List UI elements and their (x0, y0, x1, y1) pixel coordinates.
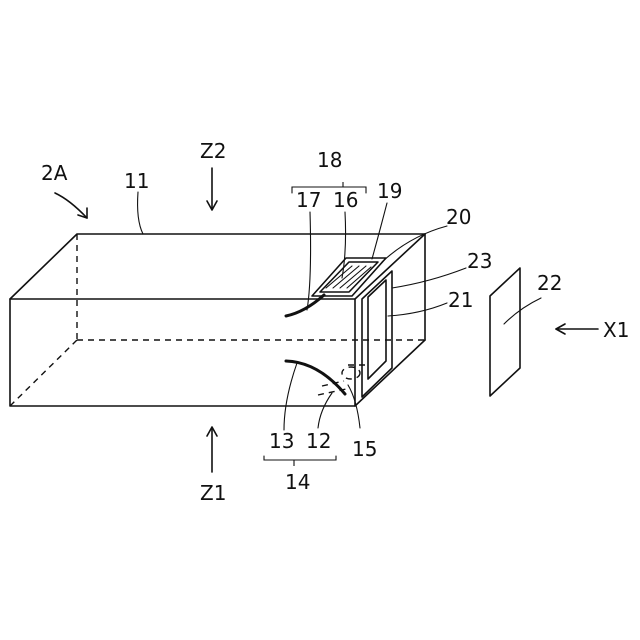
leader-23 (392, 268, 466, 288)
window-frame-inner (368, 280, 386, 379)
window-frame-outer (362, 271, 392, 397)
leader-12 (318, 393, 332, 428)
box-front-face (10, 299, 355, 406)
brace-14 (264, 456, 336, 466)
label-2A: 2A (41, 161, 68, 185)
label-14: 14 (285, 470, 310, 494)
label-21: 21 (448, 288, 473, 312)
label-X1: X1 (603, 318, 629, 342)
leader-13 (284, 363, 297, 430)
panel-22 (490, 268, 520, 396)
label-Z1: Z1 (200, 481, 226, 505)
label-19: 19 (377, 179, 402, 203)
arrow-x1-icon (556, 324, 598, 334)
leader-11 (138, 192, 143, 234)
label-13: 13 (269, 429, 294, 453)
label-17: 17 (296, 188, 321, 212)
leader-19 (372, 203, 387, 259)
arrow-2a-icon (55, 193, 87, 218)
label-18: 18 (317, 148, 342, 172)
wire-17 (286, 295, 324, 316)
label-23: 23 (467, 249, 492, 273)
leader-22 (504, 298, 541, 324)
leader-21 (388, 303, 447, 316)
box-bottom-right-edge (355, 340, 425, 406)
leader-17 (307, 212, 311, 310)
label-16: 16 (333, 188, 358, 212)
label-20: 20 (446, 205, 471, 229)
arrow-z2-icon (207, 168, 217, 210)
label-Z2: Z2 (200, 139, 226, 163)
label-11: 11 (124, 169, 149, 193)
wire-13 (286, 361, 345, 394)
hidden-left-edge (10, 340, 77, 406)
label-22: 22 (537, 271, 562, 295)
label-15: 15 (352, 437, 377, 461)
label-12: 12 (306, 429, 331, 453)
arrow-z1-icon (207, 427, 217, 472)
